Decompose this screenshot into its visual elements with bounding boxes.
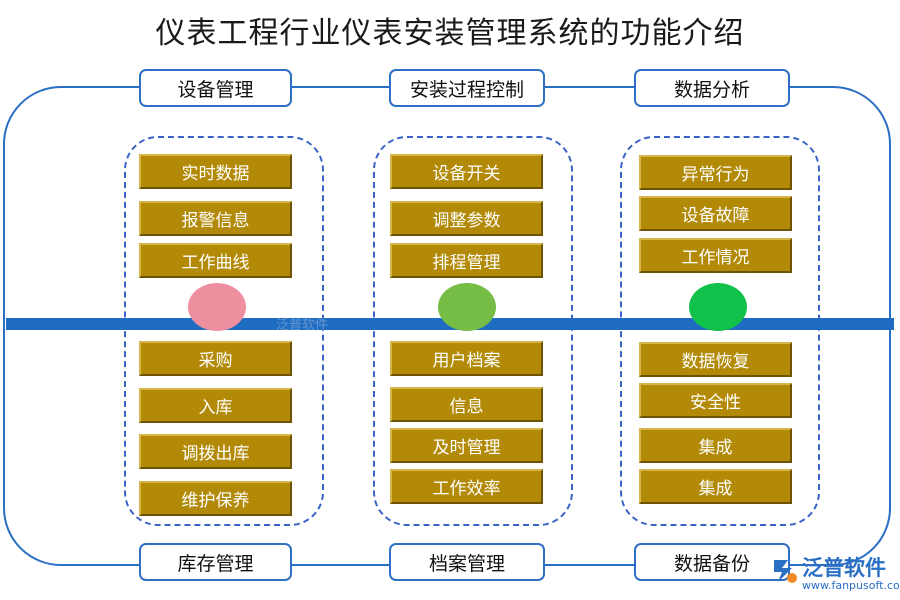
feature-item: 集成 (639, 469, 792, 504)
feature-item: 调整参数 (390, 201, 543, 236)
bottom-label-3: 数据备份 (634, 543, 790, 581)
feature-item: 用户档案 (390, 341, 543, 376)
feature-item: 设备故障 (639, 196, 792, 231)
column-frame-2 (373, 136, 573, 526)
brand-url: www.fanpusoft.com (802, 579, 900, 592)
top-label-3: 数据分析 (634, 69, 790, 107)
feature-item: 信息 (390, 387, 543, 422)
feature-item: 实时数据 (139, 154, 292, 189)
feature-item: 设备开关 (390, 154, 543, 189)
feature-item: 维护保养 (139, 481, 292, 516)
timeline-node-green (438, 283, 496, 331)
feature-item: 集成 (639, 428, 792, 463)
feature-item: 安全性 (639, 383, 792, 418)
feature-item: 报警信息 (139, 201, 292, 236)
timeline-node-pink (188, 283, 246, 331)
top-label-2: 安装过程控制 (389, 69, 545, 107)
watermark-text: 泛普软件 (276, 318, 329, 333)
bottom-label-1: 库存管理 (139, 543, 292, 581)
feature-item: 工作曲线 (139, 243, 292, 278)
page-title: 仪表工程行业仪表安装管理系统的功能介绍 (155, 16, 745, 51)
top-label-1: 设备管理 (139, 69, 292, 107)
feature-item: 数据恢复 (639, 342, 792, 377)
timeline-node-bright-green (689, 283, 747, 331)
bottom-label-2: 档案管理 (389, 543, 545, 581)
fanpu-logo-icon (774, 560, 797, 583)
brand-name: 泛普软件 (802, 556, 886, 580)
feature-item: 及时管理 (390, 428, 543, 463)
feature-item: 采购 (139, 341, 292, 376)
feature-item: 工作情况 (639, 238, 792, 273)
brand-watermark: 泛普软件 www.fanpusoft.com (768, 552, 900, 598)
feature-item: 工作效率 (390, 469, 543, 504)
column-frame-3 (620, 136, 820, 526)
feature-item: 入库 (139, 388, 292, 423)
feature-item: 调拨出库 (139, 434, 292, 469)
feature-item: 排程管理 (390, 243, 543, 278)
feature-item: 异常行为 (639, 155, 792, 190)
column-frame-1 (124, 136, 324, 526)
